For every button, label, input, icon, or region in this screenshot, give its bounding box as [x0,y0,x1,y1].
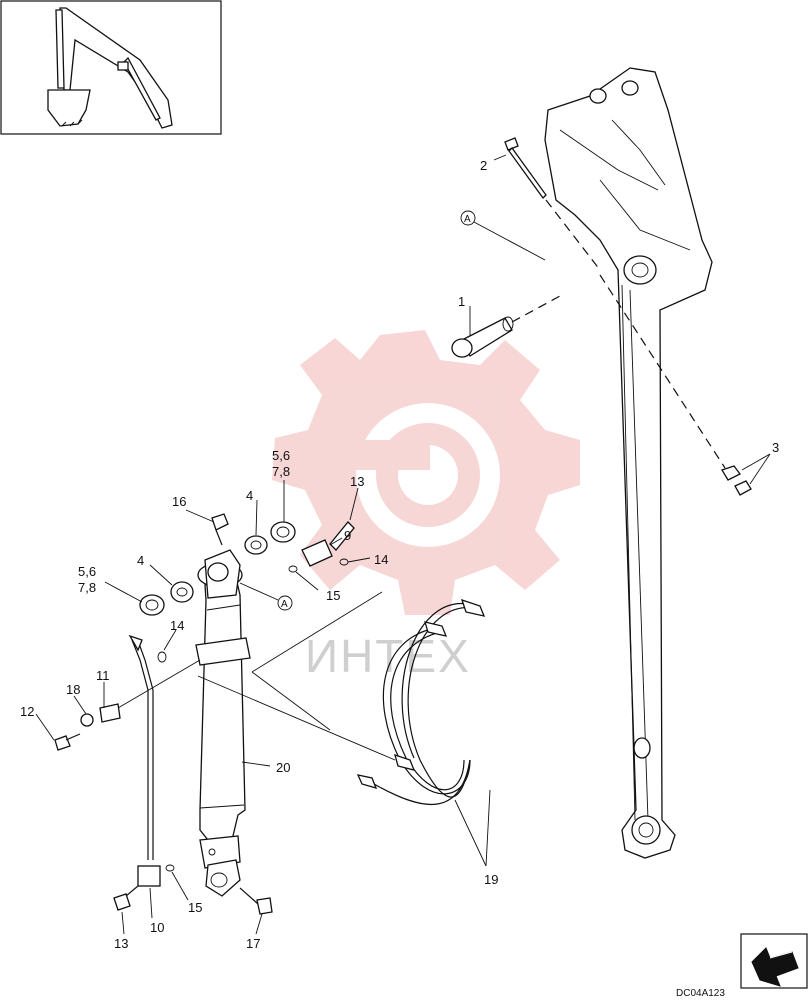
inset-frame [0,0,222,135]
callout-15-upper: 15 [326,588,340,603]
inset-cylinder [123,56,161,121]
callout-7-8-lower: 7,8 [78,580,96,595]
cylinder-base [199,835,241,869]
arm-body [544,67,713,859]
callout-14-lower: 14 [170,618,184,633]
reference-mark-a-upper: A [460,210,476,226]
callout-4-upper: 4 [246,488,253,503]
callout-20: 20 [276,760,290,775]
callout-5-6-lower: 5,6 [78,564,96,579]
callout-5-6-upper: 5,6 [272,448,290,463]
callout-16: 16 [172,494,186,509]
cylinder-bottom-eye [205,859,241,897]
callout-18: 18 [66,682,80,697]
callout-10: 10 [150,920,164,935]
orientation-arrow-icon [740,933,808,989]
callout-labels: 1 2 3 4 4 5,6 7,8 5,6 7,8 9 10 11 12 13 … [20,158,779,951]
bolt-part-2 [504,137,547,199]
washer-set-4-lower [139,581,194,616]
callout-3: 3 [772,440,779,455]
arm-pin-bore [623,255,657,285]
hose-assembly-19 [356,598,486,806]
washer-set-4-upper [244,521,296,555]
arm-assembly [544,67,713,859]
bolt-part-12 [54,733,81,751]
tube-line [128,634,161,887]
washer-part-18 [80,713,94,727]
callout-9: 9 [344,528,351,543]
nut-part-3 [721,465,752,496]
pin-part-1 [451,316,514,358]
callout-13-lower: 13 [114,936,128,951]
callout-14-upper: 14 [374,552,388,567]
arm-lower-bore [633,737,651,759]
overview-inset [0,0,222,135]
watermark-text: ИНТЕХ [305,630,471,682]
o-ring-15-lower [165,864,175,872]
drawing-code: DC04A123 [676,988,725,999]
callout-7-8-upper: 7,8 [272,464,290,479]
bolt-axis-line [599,274,726,469]
callout-17: 17 [246,936,260,951]
reference-a-lower-text: A [281,599,288,610]
callout-19: 19 [484,872,498,887]
leader-lines [35,154,771,935]
bolt-part-13-lower [113,885,139,911]
inset-bucket [47,89,91,127]
cylinder-clamp [195,637,251,666]
fitting-part-17 [239,887,273,915]
callout-12: 12 [20,704,34,719]
o-ring-14-lower [157,651,167,663]
callout-4-lower: 4 [137,553,144,568]
tube-block-10 [137,865,161,887]
callout-2: 2 [480,158,487,173]
arm-tip-bore [631,815,661,845]
grease-fitting-16 [211,513,229,546]
callout-15-lower: 15 [188,900,202,915]
callout-1: 1 [458,294,465,309]
reference-mark-a-lower: A [277,595,293,611]
clip-part-11 [99,703,121,723]
cylinder-part-20 [195,549,251,897]
callout-13-upper: 13 [350,474,364,489]
callout-11: 11 [96,668,110,683]
o-ring-15-upper [288,565,298,573]
reference-a-upper-text: A [464,214,471,225]
watermark-gear-logo [272,330,580,615]
fitting-block-9 [301,521,355,567]
